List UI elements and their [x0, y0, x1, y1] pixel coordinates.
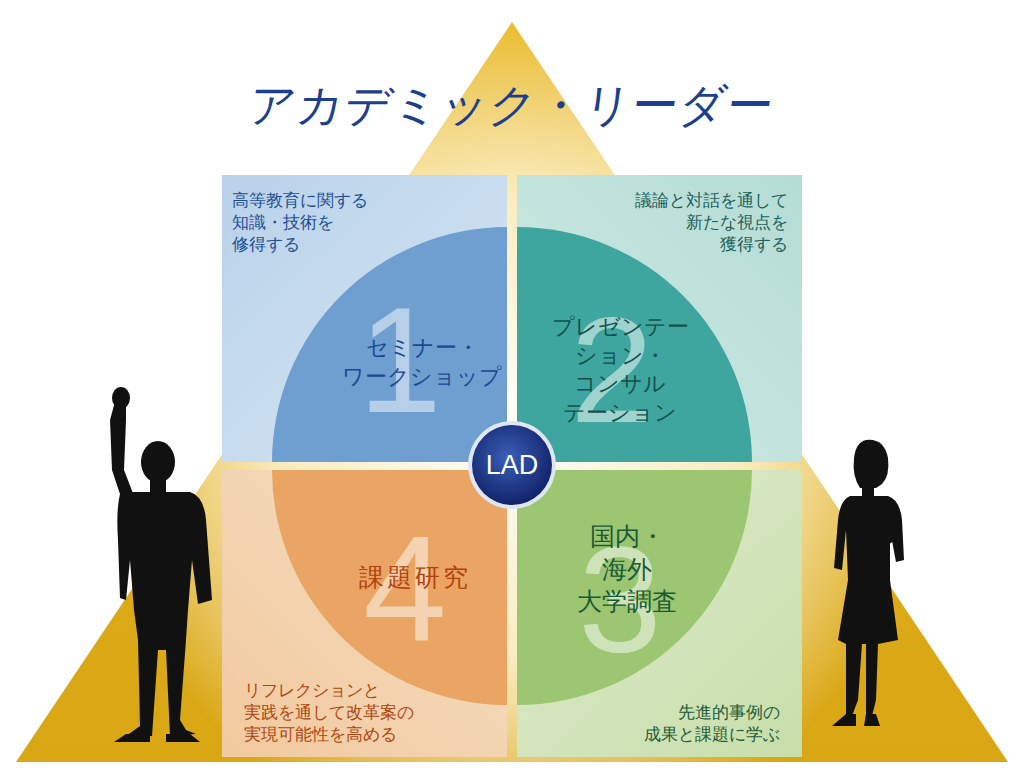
- panel-caption: 高等教育に関する 知識・技術を 修得する: [232, 189, 368, 255]
- quadrant-panel: リフレクションと 実践を通して改革案の 実現可能性を高める4課題研究: [222, 470, 507, 757]
- panel-caption: 議論と対話を通して 新たな視点を 獲得する: [635, 189, 788, 255]
- quarter-circle: 4課題研究: [272, 470, 507, 705]
- triangle-glow: [16, 22, 1008, 762]
- quarter-fill: [517, 470, 752, 705]
- circle-fill: [472, 425, 552, 505]
- circle-rim: [468, 421, 556, 509]
- quadrant-panel: 高等教育に関する 知識・技術を 修得する1セミナー・ ワークショップ: [222, 175, 507, 462]
- quarter-fill: [272, 470, 507, 705]
- quarter-fill: [517, 227, 752, 462]
- gold-triangle: [16, 22, 1008, 762]
- center-label: LAD: [486, 450, 539, 481]
- man-silhouette: [110, 387, 212, 742]
- diagram-title: アカデミック・リーダー: [245, 75, 779, 137]
- panel-caption: リフレクションと 実践を通して改革案の 実現可能性を高める: [244, 679, 414, 745]
- center-circle: LAD: [467, 420, 557, 510]
- activity-label: 国内・海外 大学調査: [577, 521, 677, 619]
- woman-silhouette: [832, 440, 904, 726]
- panel-caption: 先進的事例の 成果と課題に学ぶ: [644, 701, 780, 745]
- quadrant-panel: 先進的事例の 成果と課題に学ぶ3国内・海外 大学調査: [517, 470, 802, 757]
- quarter-circle: 2プレゼンテー ション・コンサル テーション: [517, 227, 752, 462]
- activity-label: プレゼンテー ション・コンサル テーション: [552, 313, 689, 427]
- quarter-circle: 1セミナー・ ワークショップ: [272, 227, 507, 462]
- activity-label: セミナー・ ワークショップ: [342, 334, 502, 391]
- quadrant-panel: 議論と対話を通して 新たな視点を 獲得する2プレゼンテー ション・コンサル テー…: [517, 175, 802, 462]
- quarter-fill: [272, 227, 507, 462]
- quarter-circle: 3国内・海外 大学調査: [517, 470, 752, 705]
- activity-label: 課題研究: [359, 562, 471, 595]
